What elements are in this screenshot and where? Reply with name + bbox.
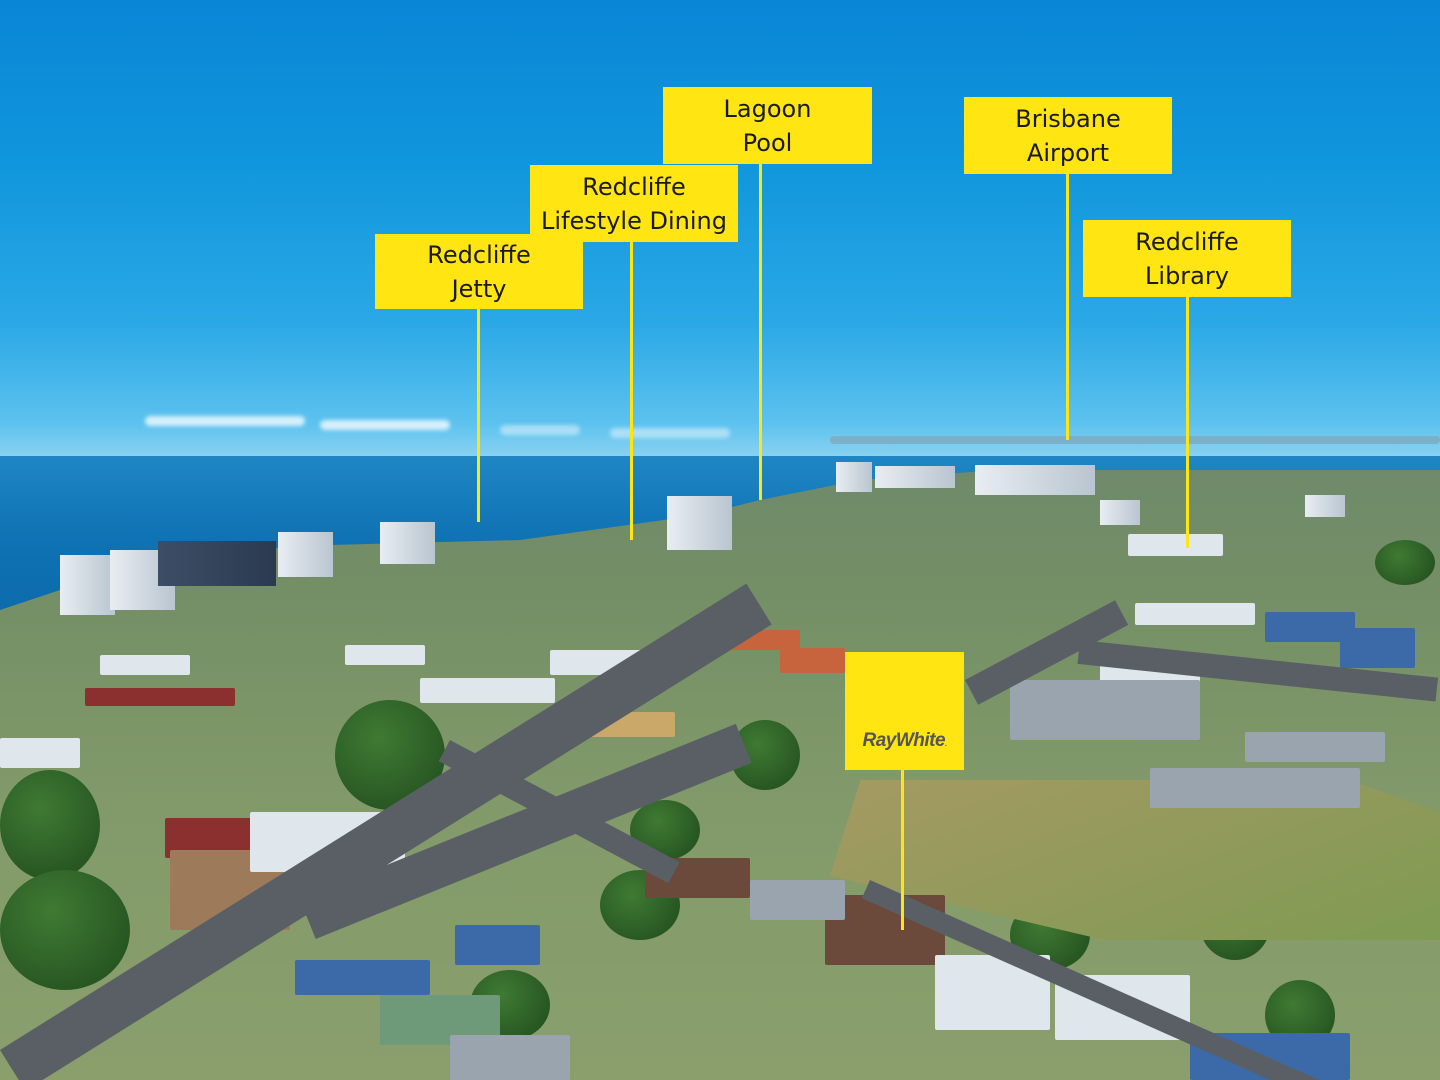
label-line: Lifestyle Dining <box>541 206 727 235</box>
label-redcliffe-jetty: Redcliffe Jetty <box>375 234 583 309</box>
label-line: Library <box>1145 261 1229 290</box>
label-lagoon-pool: Lagoon Pool <box>663 87 872 164</box>
tree <box>1375 540 1435 585</box>
building <box>750 880 845 920</box>
label-brisbane-airport: Brisbane Airport <box>964 97 1172 174</box>
building <box>780 648 845 673</box>
ray-white-logo-marker: RayWhite. <box>845 652 964 770</box>
label-pole-redcliffe-lifestyle-dining <box>630 242 633 540</box>
building <box>975 465 1095 495</box>
building <box>345 645 425 665</box>
building <box>1010 680 1200 740</box>
building <box>295 960 430 995</box>
label-line: Pool <box>742 128 793 157</box>
building <box>420 678 555 703</box>
label-line: Jetty <box>451 274 507 303</box>
cloud <box>145 416 305 426</box>
building <box>455 925 540 965</box>
cloud <box>320 420 450 430</box>
tree <box>0 870 130 990</box>
building <box>1135 603 1255 625</box>
label-pole-redcliffe-library <box>1186 297 1189 548</box>
building <box>450 1035 570 1080</box>
brand-marker-pole <box>901 770 904 930</box>
label-line: Lagoon <box>723 94 812 123</box>
label-pole-redcliffe-jetty <box>477 309 480 522</box>
label-line: Redcliffe <box>582 172 686 201</box>
building <box>85 688 235 706</box>
label-redcliffe-lifestyle-dining: Redcliffe Lifestyle Dining <box>530 165 738 242</box>
building <box>60 555 115 615</box>
cloud <box>610 428 730 438</box>
label-redcliffe-library: Redcliffe Library <box>1083 220 1291 297</box>
building <box>1245 732 1385 762</box>
ray-white-logo-text: RayWhite. <box>862 730 947 752</box>
label-line: Brisbane <box>1015 104 1121 133</box>
building <box>836 462 872 492</box>
building <box>1150 768 1360 808</box>
building <box>0 738 80 768</box>
building <box>1100 500 1140 525</box>
building <box>100 655 190 675</box>
label-pole-brisbane-airport <box>1066 174 1069 440</box>
label-line: Redcliffe <box>1135 227 1239 256</box>
label-pole-lagoon-pool <box>759 164 762 500</box>
library-building <box>1128 534 1223 556</box>
building <box>380 522 435 564</box>
brand-name: RayWhite <box>862 730 946 751</box>
label-line: Redcliffe <box>427 240 531 269</box>
cloud <box>500 425 580 435</box>
distant-coastline <box>830 436 1440 444</box>
building <box>667 496 732 550</box>
tree <box>0 770 100 880</box>
building <box>875 466 955 488</box>
building <box>158 541 276 586</box>
building <box>1340 628 1415 668</box>
brand-dot: . <box>945 741 947 748</box>
building <box>278 532 333 577</box>
label-line: Airport <box>1026 138 1110 167</box>
building <box>1305 495 1345 517</box>
